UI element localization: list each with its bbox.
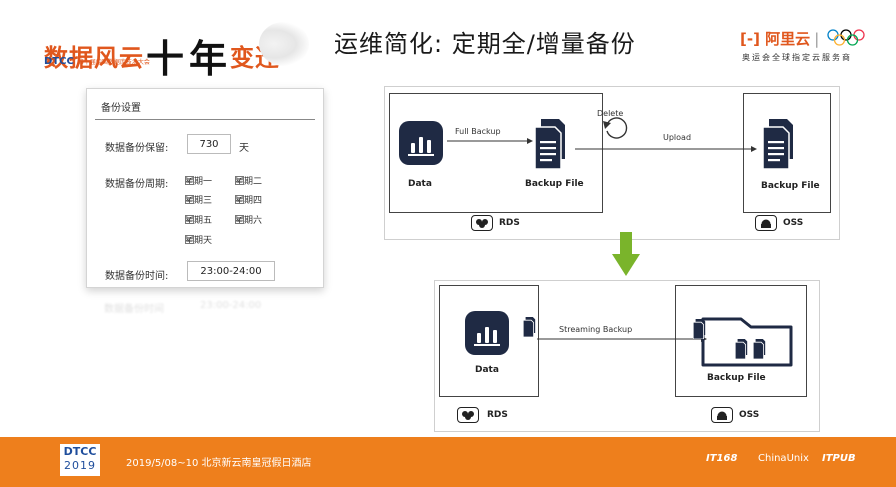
down-arrow-icon (612, 232, 640, 276)
rds-box (439, 285, 539, 397)
logo-text-a: 数据风云 (44, 44, 144, 72)
retention-input[interactable]: 730 (187, 134, 231, 154)
full-backup-connectors (447, 117, 757, 152)
data-app-icon (399, 121, 443, 165)
sponsor-it168: IT168 (706, 453, 738, 464)
logo-wordmark: 数据风云十年变迁 (44, 22, 280, 81)
check-icon: ✓ (185, 235, 194, 244)
oss-file-caption: Backup File (761, 181, 820, 191)
oss-icon (755, 215, 777, 231)
backup-settings-panel: 备份设置 数据备份保留: 730 天 数据备份周期: ✓星期一 ✓星期二 ✓星期… (86, 88, 324, 288)
time-label: 数据备份时间: (105, 271, 169, 282)
footer-year: 2019 (64, 459, 96, 472)
streaming-backup-label: Streaming Backup (559, 325, 633, 334)
checkbox-wednesday[interactable]: ✓星期三 (185, 193, 212, 206)
logo-year: 年 (189, 36, 229, 81)
checkbox-saturday[interactable]: ✓星期六 (235, 213, 262, 226)
stream-file-icon (523, 317, 536, 337)
folder-file-icon (753, 339, 766, 359)
upload-label: Upload (663, 133, 692, 142)
retention-label: 数据备份保留: (105, 143, 169, 154)
logo-separator: | (814, 30, 820, 48)
full-backup-label: Full Backup (455, 127, 501, 136)
aliyun-brand: 阿里云 (765, 30, 811, 48)
time-input[interactable]: 23:00-24:00 (187, 261, 275, 281)
data-caption: Data (408, 179, 432, 189)
aliyun-logo: [-] 阿里云| (740, 28, 823, 49)
checkbox-label: 星期六 (235, 216, 263, 226)
checkbox-label: 星期三 (185, 196, 213, 206)
checkbox-label: 星期天 (185, 236, 213, 246)
rds-icon (471, 215, 493, 231)
reflection-label: 数据备份时间 (104, 304, 164, 315)
streaming-backup-diagram: Data Streaming Backup Backup File RDS OS… (434, 280, 820, 432)
cycle-label: 数据备份周期: (105, 179, 169, 190)
retention-unit: 天 (239, 143, 249, 154)
checkbox-label: 星期四 (235, 196, 263, 206)
olympic-rings-icon (827, 29, 865, 46)
oss-box (743, 93, 831, 213)
logo-ten: 十 (146, 36, 186, 81)
sponsor-itpub: ITPUB (822, 453, 856, 464)
checkbox-thursday[interactable]: ✓星期四 (235, 193, 262, 206)
page-title: 运维简化: 定期全/增量备份 (334, 30, 636, 58)
checkbox-label: 星期一 (185, 177, 213, 187)
logo-dtcc-text: DTCC (44, 56, 74, 67)
rds-box (389, 93, 603, 213)
delete-label: Delete (597, 109, 624, 118)
oss-label: OSS (783, 218, 804, 228)
aliyun-mark-icon: [-] (740, 30, 760, 48)
oss-label: OSS (739, 410, 760, 420)
checkbox-friday[interactable]: ✓星期五 (185, 213, 212, 226)
check-icon: ✓ (185, 176, 194, 185)
checkbox-tuesday[interactable]: ✓星期二 (235, 174, 262, 187)
footer-dtcc-logo: DTCC 2019 (60, 444, 100, 476)
oss-box (675, 285, 807, 397)
aliyun-subtitle: 奥运会全球指定云服务商 (742, 53, 852, 62)
swirl-graphic (259, 22, 309, 66)
check-icon: ✓ (185, 195, 194, 204)
folder-file-icon (735, 339, 748, 359)
panel-divider (95, 119, 315, 120)
folder-file-icon (693, 319, 706, 339)
checkbox-sunday[interactable]: ✓星期天 (185, 233, 212, 246)
logo-dtcc-sub: 第十届中国数据库技术大会 (77, 59, 150, 66)
panel-reflection: 数据备份时间 23:00-24:00 (98, 298, 268, 318)
panel-title: 备份设置 (101, 103, 141, 114)
checkbox-label: 星期二 (235, 177, 263, 187)
backup-file-icon (535, 119, 565, 169)
check-icon: ✓ (235, 176, 244, 185)
rds-icon (457, 407, 479, 423)
oss-file-icon (763, 119, 793, 169)
rds-label: RDS (487, 410, 508, 420)
check-icon: ✓ (235, 195, 244, 204)
reflection-value: 23:00-24:00 (200, 300, 262, 311)
footer-dtcc-text: DTCC (63, 445, 97, 458)
footer-date-venue: 2019/5/08~10 北京新云南皇冠假日酒店 (126, 458, 312, 469)
checkbox-label: 星期五 (185, 216, 213, 226)
backup-file-caption: Backup File (525, 179, 584, 189)
full-backup-diagram: Data Backup File Full Backup Delete Uplo… (384, 86, 840, 240)
check-icon: ✓ (235, 215, 244, 224)
footer-bar: DTCC 2019 2019/5/08~10 北京新云南皇冠假日酒店 IT168… (0, 437, 896, 487)
checkbox-monday[interactable]: ✓星期一 (185, 174, 212, 187)
rds-label: RDS (499, 218, 520, 228)
check-icon: ✓ (185, 215, 194, 224)
backup-file-caption: Backup File (707, 373, 766, 383)
data-caption: Data (475, 365, 499, 375)
data-app-icon (465, 311, 509, 355)
sponsor-chinaunix: ChinaUnix (758, 453, 809, 464)
oss-icon (711, 407, 733, 423)
